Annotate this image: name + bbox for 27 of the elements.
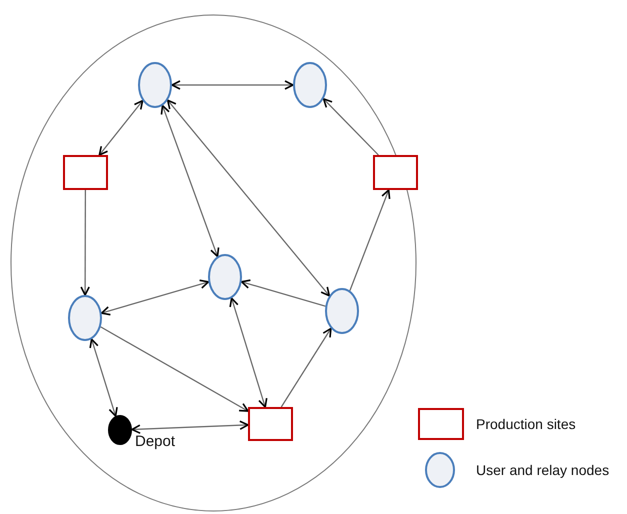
circle-node [68, 295, 102, 341]
rectangle-node [63, 155, 108, 190]
double-arrow [98, 100, 144, 156]
arrow [80, 190, 90, 296]
circle-node [208, 254, 242, 300]
arrow [349, 189, 390, 291]
legend-text: User and relay nodes [476, 462, 610, 478]
double-arrow [160, 104, 220, 258]
depot-dot [108, 415, 132, 445]
circle-node [293, 62, 327, 108]
rectangle-node [373, 155, 418, 190]
legend-text: Production sites [476, 416, 576, 432]
double-arrow [89, 338, 118, 417]
boundary-circle [10, 14, 417, 512]
arrow [280, 328, 332, 408]
double-arrow [131, 420, 249, 434]
double-arrow [100, 280, 210, 316]
arrow [322, 98, 379, 156]
circle-node [138, 62, 172, 108]
arrow [100, 326, 249, 412]
double-arrow [171, 80, 294, 90]
circle-node [325, 288, 359, 334]
double-arrow [229, 297, 268, 408]
node-caption: Depot [135, 433, 176, 450]
arrow [240, 279, 326, 307]
double-arrow [166, 100, 330, 296]
rectangle-node [248, 407, 293, 441]
